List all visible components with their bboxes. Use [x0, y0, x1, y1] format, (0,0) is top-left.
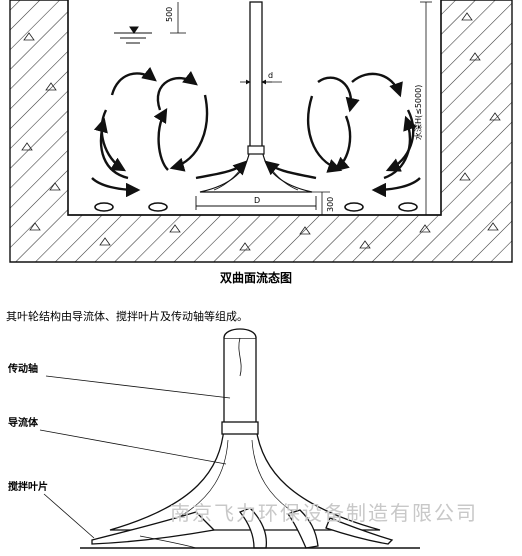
- callout-guide-body: 导流体: [8, 416, 39, 429]
- impeller-small: [199, 145, 313, 193]
- shaft-diameter-label: d: [268, 71, 273, 80]
- impeller-diameter-dimension: [195, 196, 317, 210]
- clearance-label: 300: [326, 197, 335, 212]
- flow-arrows-right: [264, 72, 421, 198]
- callout-shaft: 传动轴: [7, 362, 38, 375]
- impeller-shaft: [223, 328, 257, 429]
- intro-text: 其叶轮结构由导流体、搅拌叶片及传动轴等组成。: [6, 309, 248, 323]
- company-watermark: 南京飞力环保设备制造有限公司: [170, 501, 478, 525]
- impeller-diameter-label: D: [254, 196, 260, 205]
- guide-body: [109, 421, 381, 531]
- callout-lines: [39, 375, 231, 539]
- tank-walls: [9, 0, 513, 263]
- clearance-dimension: [312, 191, 330, 215]
- submergence-label: 500: [165, 7, 174, 22]
- water-surface-icon: [114, 26, 152, 44]
- water-depth-dimension: [420, 1, 432, 216]
- callout-blade: 搅拌叶片: [8, 480, 48, 493]
- submergence-dimension: [170, 2, 186, 34]
- water-depth-label: 水深H(≤5000): [413, 85, 423, 140]
- figure-caption: 双曲面流态图: [220, 270, 292, 285]
- stirring-blades: [91, 507, 394, 549]
- drive-shaft: [249, 1, 263, 153]
- bottom-eddies: [94, 202, 418, 212]
- flow-arrows-left: [91, 66, 248, 198]
